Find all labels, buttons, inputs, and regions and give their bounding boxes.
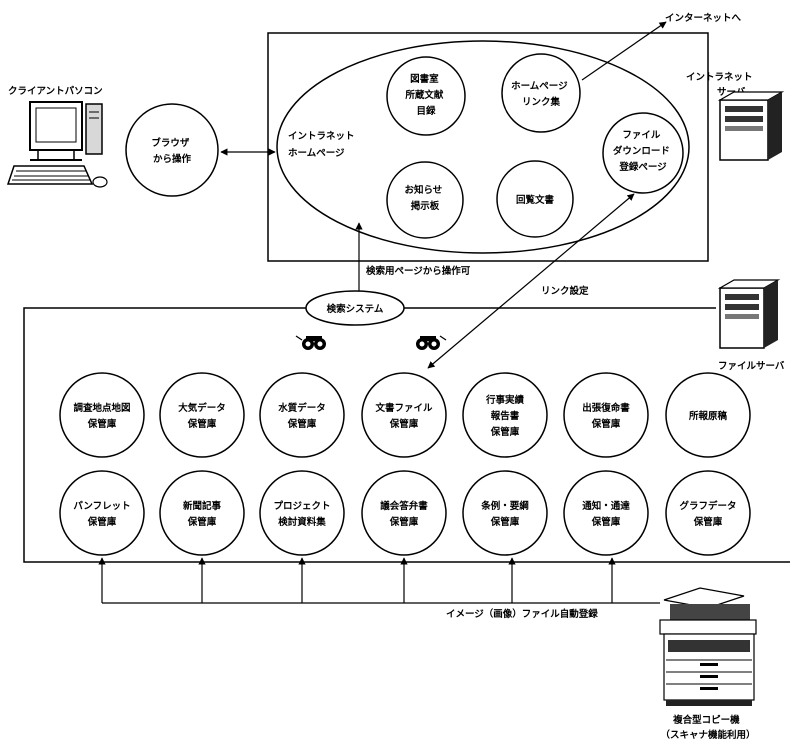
svg-text:新聞記事保管庫: 新聞記事保管庫 — [183, 500, 222, 528]
repo-project-materials: プロジェクト検討資料集 — [259, 470, 345, 556]
svg-text:パンフレット保管庫: パンフレット保管庫 — [73, 500, 130, 528]
repo-assembly-answers: 議会答弁書保管庫 — [361, 470, 447, 556]
browser-operation: ブラウザ から操作 — [125, 103, 219, 197]
copier-label: 複合型コピー機 （スキャナ機能利用） — [660, 714, 755, 741]
svg-text:所報原稿: 所報原稿 — [689, 410, 728, 422]
internet-label: インターネットへ — [665, 12, 742, 24]
repo-water-data: 水質データ保管庫 — [259, 372, 345, 458]
image-register-lines — [98, 557, 660, 604]
binoculars-icon — [295, 335, 326, 350]
repo-newspaper: 新聞記事保管庫 — [159, 470, 245, 556]
page-circular: 回覧文書 — [496, 160, 574, 238]
svg-text:グラフデータ保管庫: グラフデータ保管庫 — [679, 500, 736, 528]
svg-text:条例・要綱保管庫: 条例・要綱保管庫 — [480, 500, 529, 528]
page-download: ファイル ダウンロード 登録ページ — [602, 112, 684, 194]
repo-bulletin-manuscript: 所報原稿 — [665, 372, 751, 458]
repo-survey-map: 調査地点地図保管庫 — [59, 372, 145, 458]
client-pc-icon — [6, 101, 108, 188]
svg-text:調査地点地図保管庫: 調査地点地図保管庫 — [73, 402, 130, 430]
page-library: 図書室 所蔵文献 目録 — [386, 56, 466, 136]
image-register-label: イメージ（画像）ファイル自動登録 — [446, 608, 598, 620]
svg-text:議会答弁書保管庫: 議会答弁書保管庫 — [380, 500, 428, 528]
copier-icon — [659, 587, 757, 706]
svg-text:プロジェクト検討資料集: プロジェクト検討資料集 — [273, 500, 330, 528]
svg-text:大気データ保管庫: 大気データ保管庫 — [178, 402, 226, 430]
intranet-home-label: イントラネット ホームページ — [288, 131, 358, 159]
repo-document-file: 文書ファイル保管庫 — [361, 372, 447, 458]
repo-graph-data: グラフデータ保管庫 — [665, 470, 751, 556]
link-setting-label: リンク設定 — [541, 285, 589, 297]
svg-text:ブラウザ から操作: ブラウザ から操作 — [151, 137, 192, 165]
internet-arrow — [581, 21, 667, 81]
svg-text:回覧文書: 回覧文書 — [516, 194, 555, 206]
repo-pamphlet: パンフレット保管庫 — [59, 470, 145, 556]
repo-event-report: 行事実績報告書保管庫 — [462, 372, 548, 458]
svg-text:文書ファイル保管庫: 文書ファイル保管庫 — [374, 402, 433, 430]
client-label: クライアントパソコン — [8, 85, 103, 97]
repo-ordinances: 条例・要綱保管庫 — [462, 470, 548, 556]
svg-text:通知・通達保管庫: 通知・通達保管庫 — [582, 500, 630, 528]
search-link-label: 検索用ページから操作可 — [366, 265, 471, 277]
repo-air-data: 大気データ保管庫 — [159, 372, 245, 458]
search-system: 検索システム — [305, 290, 405, 326]
page-notice: お知らせ 掲示板 — [386, 161, 464, 239]
file-server-icon — [717, 279, 781, 349]
svg-text:行事実績報告書保管庫: 行事実績報告書保管庫 — [485, 394, 525, 438]
svg-text:ファイル ダウンロード 登録ページ: ファイル ダウンロード 登録ページ — [613, 130, 673, 173]
svg-text:ホームページ リンク集: ホームページ リンク集 — [511, 81, 571, 108]
repo-trip-report: 出張復命書保管庫 — [563, 372, 649, 458]
svg-text:検索システム: 検索システム — [327, 303, 384, 315]
svg-text:出張復命書保管庫: 出張復命書保管庫 — [582, 402, 630, 430]
svg-text:図書室 所蔵文献 目録: 図書室 所蔵文献 目録 — [405, 73, 446, 117]
repo-notices: 通知・通達保管庫 — [563, 470, 649, 556]
intranet-server-icon — [717, 91, 785, 161]
binoculars-icon — [416, 335, 447, 350]
link-setting-arrow — [427, 193, 635, 369]
file-server-label: ファイルサーバ — [718, 360, 785, 372]
page-links: ホームページ リンク集 — [501, 53, 581, 133]
svg-text:水質データ保管庫: 水質データ保管庫 — [278, 402, 326, 430]
